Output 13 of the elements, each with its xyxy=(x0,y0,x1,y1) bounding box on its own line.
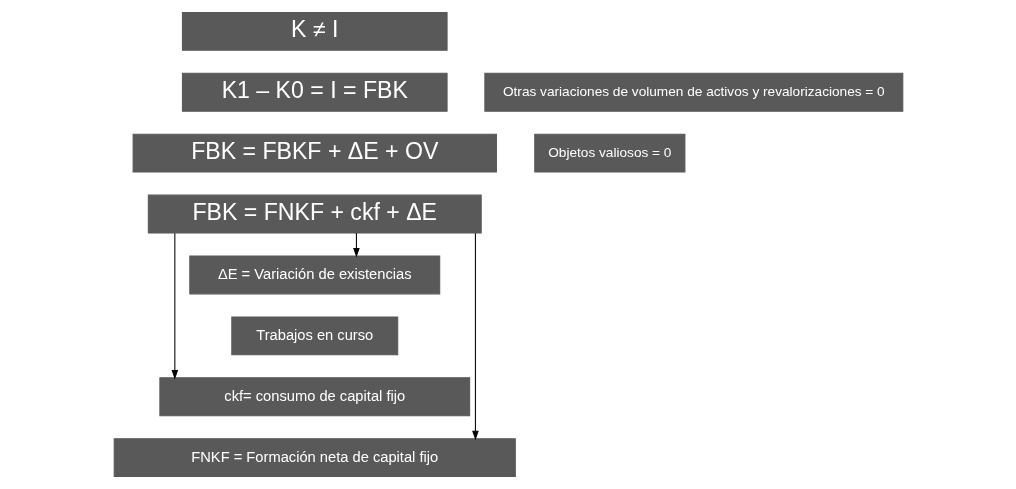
node-box: ckf= consumo de capital fijo xyxy=(158,377,470,417)
node-box: FNKF = Formación neta de capital fijo xyxy=(113,438,516,478)
arrow xyxy=(171,232,178,380)
node-box: K1 – K0 = I = FBK xyxy=(181,72,448,112)
node-box: Objetos valiosos = 0 xyxy=(533,133,685,173)
arrow xyxy=(471,232,479,441)
node-box: Otras variaciones de volumen de activos y revalorizaciones = 0 xyxy=(483,72,903,112)
node-box: FBK = FBKF + ΔE + OV xyxy=(132,133,497,173)
node-box: ΔE = Variación de existencias xyxy=(188,255,440,295)
node-box: FBK = FNKF + ckf + ΔE xyxy=(147,194,482,234)
node-box: K ≠ I xyxy=(181,11,448,51)
arrow xyxy=(352,232,360,258)
node-box: Trabajos en curso xyxy=(230,316,398,356)
